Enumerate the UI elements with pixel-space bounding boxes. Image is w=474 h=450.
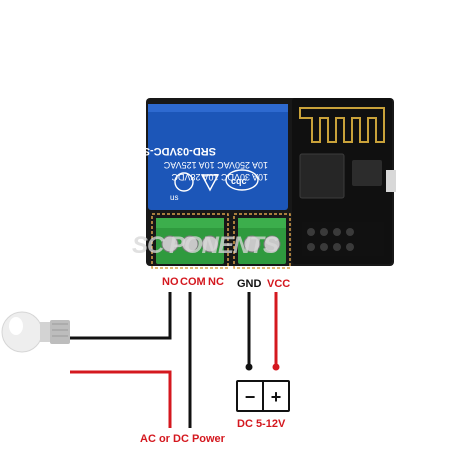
dc-plus-sign: +	[271, 387, 282, 407]
relay-terminal-outline	[151, 213, 229, 269]
dc-minus-cell	[238, 382, 262, 410]
dc-minus-sign: −	[245, 387, 256, 407]
ce-mark-icon	[200, 174, 220, 192]
ul-mark-icon	[174, 172, 194, 192]
gnd-wire-end	[245, 363, 253, 371]
watermark-text: SC PONENTS	[132, 232, 279, 259]
relay-terminal-block	[156, 218, 224, 264]
flash-chip	[352, 160, 382, 186]
bulb-to-no-wire	[70, 292, 172, 340]
power-terminal-outline	[233, 213, 291, 269]
cqc-mark-text: cqc	[231, 176, 247, 186]
dc-plus-cell	[264, 382, 288, 410]
power-terminal-block	[238, 218, 286, 264]
antenna-trace	[299, 107, 385, 143]
pin-header	[302, 222, 384, 256]
relay-top-highlight	[148, 104, 288, 112]
no-label: NO	[162, 276, 179, 288]
relay-model-text: SRD-03VDC-SL-C	[124, 145, 216, 157]
relay-body	[148, 104, 288, 210]
com-label: COM	[180, 276, 206, 288]
ul-mark-text: us	[170, 193, 178, 202]
nc-label: NC	[208, 276, 224, 288]
cqc-mark-icon	[225, 169, 259, 191]
vcc-label: VCC	[267, 278, 291, 290]
light-bulb-icon	[1, 311, 70, 353]
esp-chip	[299, 153, 345, 199]
bulb-to-power-wire	[70, 370, 172, 428]
relay-rating-line-1: 10A 250VAC 10A 125VAC	[163, 160, 268, 170]
vcc-wire-end	[272, 363, 280, 371]
gnd-label: GND	[237, 278, 262, 290]
dc-range-label: DC 5-12V	[237, 418, 286, 430]
relay-rating-line-2: 10A 30VDC 10A 28VDC	[171, 172, 268, 182]
power-source-label: AC or DC Power	[140, 433, 225, 445]
side-component	[386, 170, 396, 192]
